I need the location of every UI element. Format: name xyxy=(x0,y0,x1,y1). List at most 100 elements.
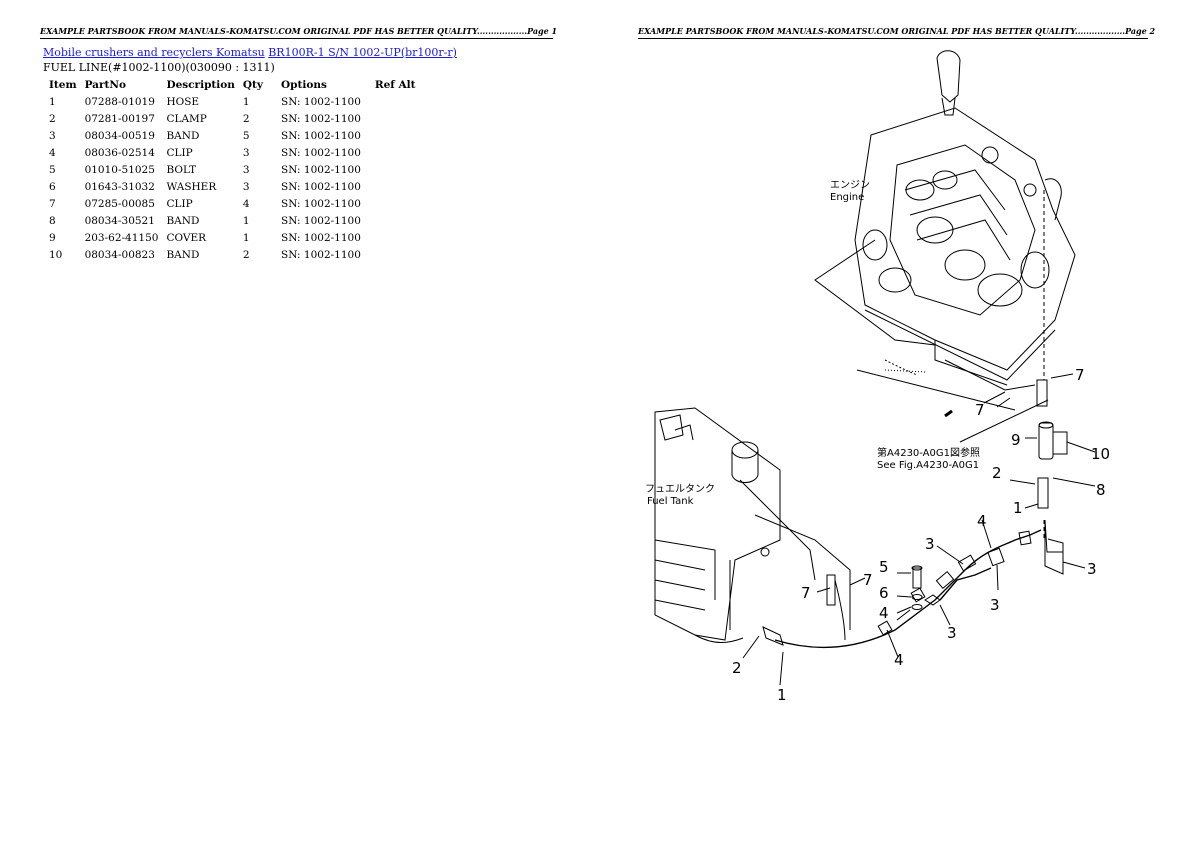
cell-ref-alt xyxy=(365,178,420,195)
cell-item: 10 xyxy=(49,248,63,261)
cell-item: 2 xyxy=(49,112,56,125)
callout-4-upper: 4 xyxy=(977,512,987,530)
leader-lines xyxy=(742,373,1096,686)
cell-options: SN: 1002-1100 xyxy=(281,248,361,261)
engine-label-en: Engine xyxy=(830,192,864,203)
cell-partno: 01010-51025 xyxy=(84,163,155,176)
cell-ref-alt xyxy=(365,110,420,127)
callout-7-mid-left: 7 xyxy=(801,584,811,602)
callout-7-mid-right: 7 xyxy=(863,571,873,589)
cell-options: SN: 1002-1100 xyxy=(281,95,361,108)
callout-5: 5 xyxy=(879,558,889,576)
cell-qty: 1 xyxy=(242,231,250,244)
engine-drawing xyxy=(814,50,1076,411)
col-options: Options xyxy=(281,78,327,91)
cell-qty: 1 xyxy=(242,95,250,108)
cell-qty: 5 xyxy=(242,129,250,142)
breadcrumb-link-model[interactable]: BR100R-1 S/N 1002-UP(br100r-r) xyxy=(268,46,457,59)
callout-3-right: 3 xyxy=(1087,560,1097,578)
cell-item: 8 xyxy=(49,214,56,227)
cell-item: 5 xyxy=(49,163,56,176)
cell-qty: 4 xyxy=(242,197,250,210)
bolt-washer-drawing xyxy=(911,565,923,610)
col-qty: Qty xyxy=(242,78,264,91)
page-2: EXAMPLE PARTSBOOK FROM MANUALS-KOMATSU.C… xyxy=(595,0,1190,842)
callout-7-left: 7 xyxy=(975,401,985,419)
callout-3-upper: 3 xyxy=(925,535,935,553)
parts-table: Item PartNo Description Qty Options Ref … xyxy=(45,76,419,263)
cell-description: BAND xyxy=(166,129,200,142)
cell-item: 6 xyxy=(49,180,56,193)
cell-description: HOSE xyxy=(166,95,200,108)
cell-partno: 203-62-41150 xyxy=(84,231,159,244)
callout-3-mid: 3 xyxy=(990,596,1000,614)
col-ref-alt: Ref Alt xyxy=(374,78,416,91)
col-partno: PartNo xyxy=(84,78,126,91)
cell-qty: 3 xyxy=(242,163,250,176)
callout-8: 8 xyxy=(1096,481,1106,499)
callout-3-lower: 3 xyxy=(947,624,957,642)
cell-partno: 07285-00085 xyxy=(84,197,155,210)
cell-options: SN: 1002-1100 xyxy=(281,197,361,210)
callout-1-lower: 1 xyxy=(777,686,787,704)
cell-options: SN: 1002-1100 xyxy=(281,231,361,244)
table-row: 1 07288-01019 HOSE 1 SN: 1002-1100 xyxy=(45,93,419,110)
col-item: Item xyxy=(49,78,77,91)
ref-label-jp: 第A4230-A0G1図参照 xyxy=(877,446,980,459)
cell-description: BAND xyxy=(166,248,200,261)
engine-label-jp: エンジン xyxy=(830,180,870,191)
ref-label-en: See Fig.A4230-A0G1 xyxy=(877,460,979,471)
cell-item: 9 xyxy=(49,231,56,244)
callout-6: 6 xyxy=(879,584,889,602)
cell-item: 1 xyxy=(49,95,56,108)
cell-options: SN: 1002-1100 xyxy=(281,112,361,125)
cell-partno: 01643-31032 xyxy=(84,180,155,193)
cell-options: SN: 1002-1100 xyxy=(281,163,361,176)
callout-4-lower: 4 xyxy=(894,651,904,669)
col-description: Description xyxy=(166,78,235,91)
section-title: FUEL LINE(#1002-1100)(030090 : 1311) xyxy=(43,61,275,74)
page-1: EXAMPLE PARTSBOOK FROM MANUALS-KOMATSU.C… xyxy=(40,26,557,263)
cell-item: 4 xyxy=(49,146,56,159)
cell-description: BOLT xyxy=(166,163,197,176)
cell-description: WASHER xyxy=(166,180,217,193)
callout-10: 10 xyxy=(1091,445,1110,463)
fuel-line-diagram: エンジン Engine フュエルタンク Fuel Tank 第A4230-A0G… xyxy=(635,40,1165,720)
hose-drawing xyxy=(762,529,1042,649)
cell-qty: 1 xyxy=(242,214,250,227)
breadcrumb-link-category[interactable]: Mobile crushers and recyclers Komatsu xyxy=(43,46,265,59)
cell-qty: 3 xyxy=(242,180,250,193)
breadcrumb: Mobile crushers and recyclers Komatsu BR… xyxy=(43,46,457,59)
cell-ref-alt xyxy=(365,93,420,110)
cell-partno: 07281-00197 xyxy=(84,112,155,125)
cell-ref-alt xyxy=(365,161,420,178)
cell-partno: 08034-00823 xyxy=(84,248,155,261)
cell-qty: 2 xyxy=(242,248,250,261)
cell-ref-alt xyxy=(365,229,420,246)
cell-partno: 07288-01019 xyxy=(84,95,155,108)
callout-7-top: 7 xyxy=(1075,366,1085,384)
callout-2-lower: 2 xyxy=(732,659,742,677)
cell-partno: 08036-02514 xyxy=(84,146,155,159)
cell-description: CLIP xyxy=(166,197,193,210)
cell-ref-alt xyxy=(365,195,420,212)
table-row: 9 203-62-41150 COVER 1 SN: 1002-1100 xyxy=(45,229,419,246)
cell-description: COVER xyxy=(166,231,207,244)
cell-description: BAND xyxy=(166,214,200,227)
fuel-tank-label-jp: フュエルタンク xyxy=(645,483,715,495)
fuel-line-drawing: エンジン Engine フュエルタンク Fuel Tank 第A4230-A0G… xyxy=(645,50,1110,704)
cell-qty: 2 xyxy=(242,112,250,125)
callout-1-upper: 1 xyxy=(1013,499,1023,517)
page-2-header: EXAMPLE PARTSBOOK FROM MANUALS-KOMATSU.C… xyxy=(638,26,1155,39)
fuel-tank-drawing xyxy=(654,407,851,643)
table-row: 2 07281-00197 CLAMP 2 SN: 1002-1100 xyxy=(45,110,419,127)
cell-ref-alt xyxy=(365,144,420,161)
cell-ref-alt xyxy=(365,212,420,229)
cell-item: 3 xyxy=(49,129,56,142)
cell-description: CLAMP xyxy=(166,112,207,125)
